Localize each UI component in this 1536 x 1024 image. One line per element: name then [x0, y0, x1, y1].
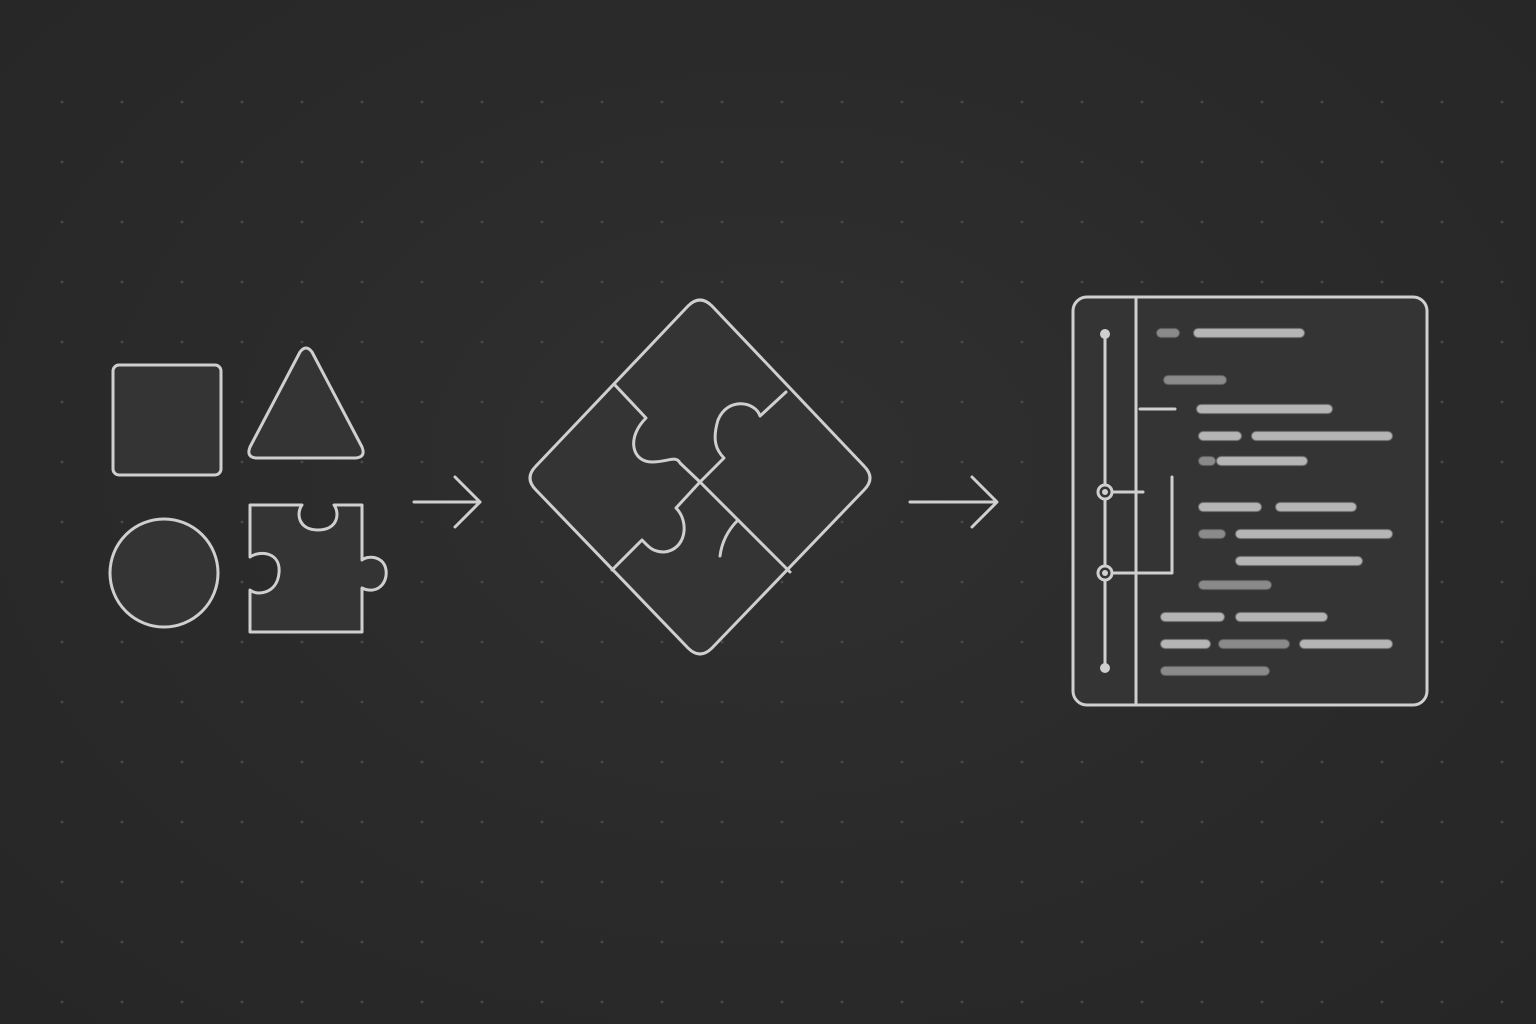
circle-icon: [108, 517, 220, 629]
separate-shapes-group: [108, 346, 388, 634]
triangle-icon: [247, 346, 365, 460]
arrow-right-icon: [908, 475, 999, 529]
code-document-icon: [1071, 295, 1429, 707]
square-icon: [111, 363, 223, 477]
branch-connectors: [1110, 407, 1177, 575]
code-lines: [1156, 328, 1393, 676]
timeline-icon: [1096, 329, 1114, 673]
puzzle-piece-icon: [248, 503, 388, 634]
arrow-right-icon: [412, 475, 482, 529]
puzzle-diamond-icon: [528, 298, 872, 656]
